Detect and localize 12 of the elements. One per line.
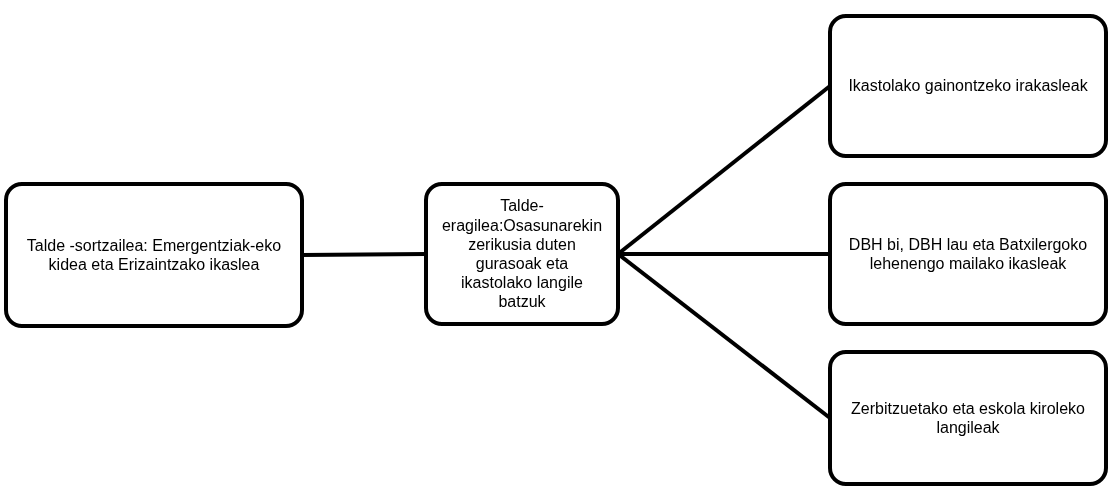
box-text: Talde-eragilea:Osasunarekin zerikusia duten gurasoak eta ikastolako langile batzuk [440,196,604,312]
connector-line [302,252,426,257]
process-box [424,182,620,326]
process-box [828,14,1108,158]
process-box [828,182,1108,326]
box-text: DBH bi, DBH lau eta Batxilergoko lehenengo mailako ikasleak [847,234,1089,274]
process-box [828,350,1108,486]
connector-line [618,252,830,256]
box-text: Ikastolako gainontzeko irakasleak [848,76,1088,96]
box-text: Zerbitzuetako eta eskola kiroleko langileak [850,398,1086,438]
process-box [4,182,304,328]
box-text: Talde -sortzailea: Emergentziak-eko kidea eta Erizaintzako ikaslea [25,235,283,275]
